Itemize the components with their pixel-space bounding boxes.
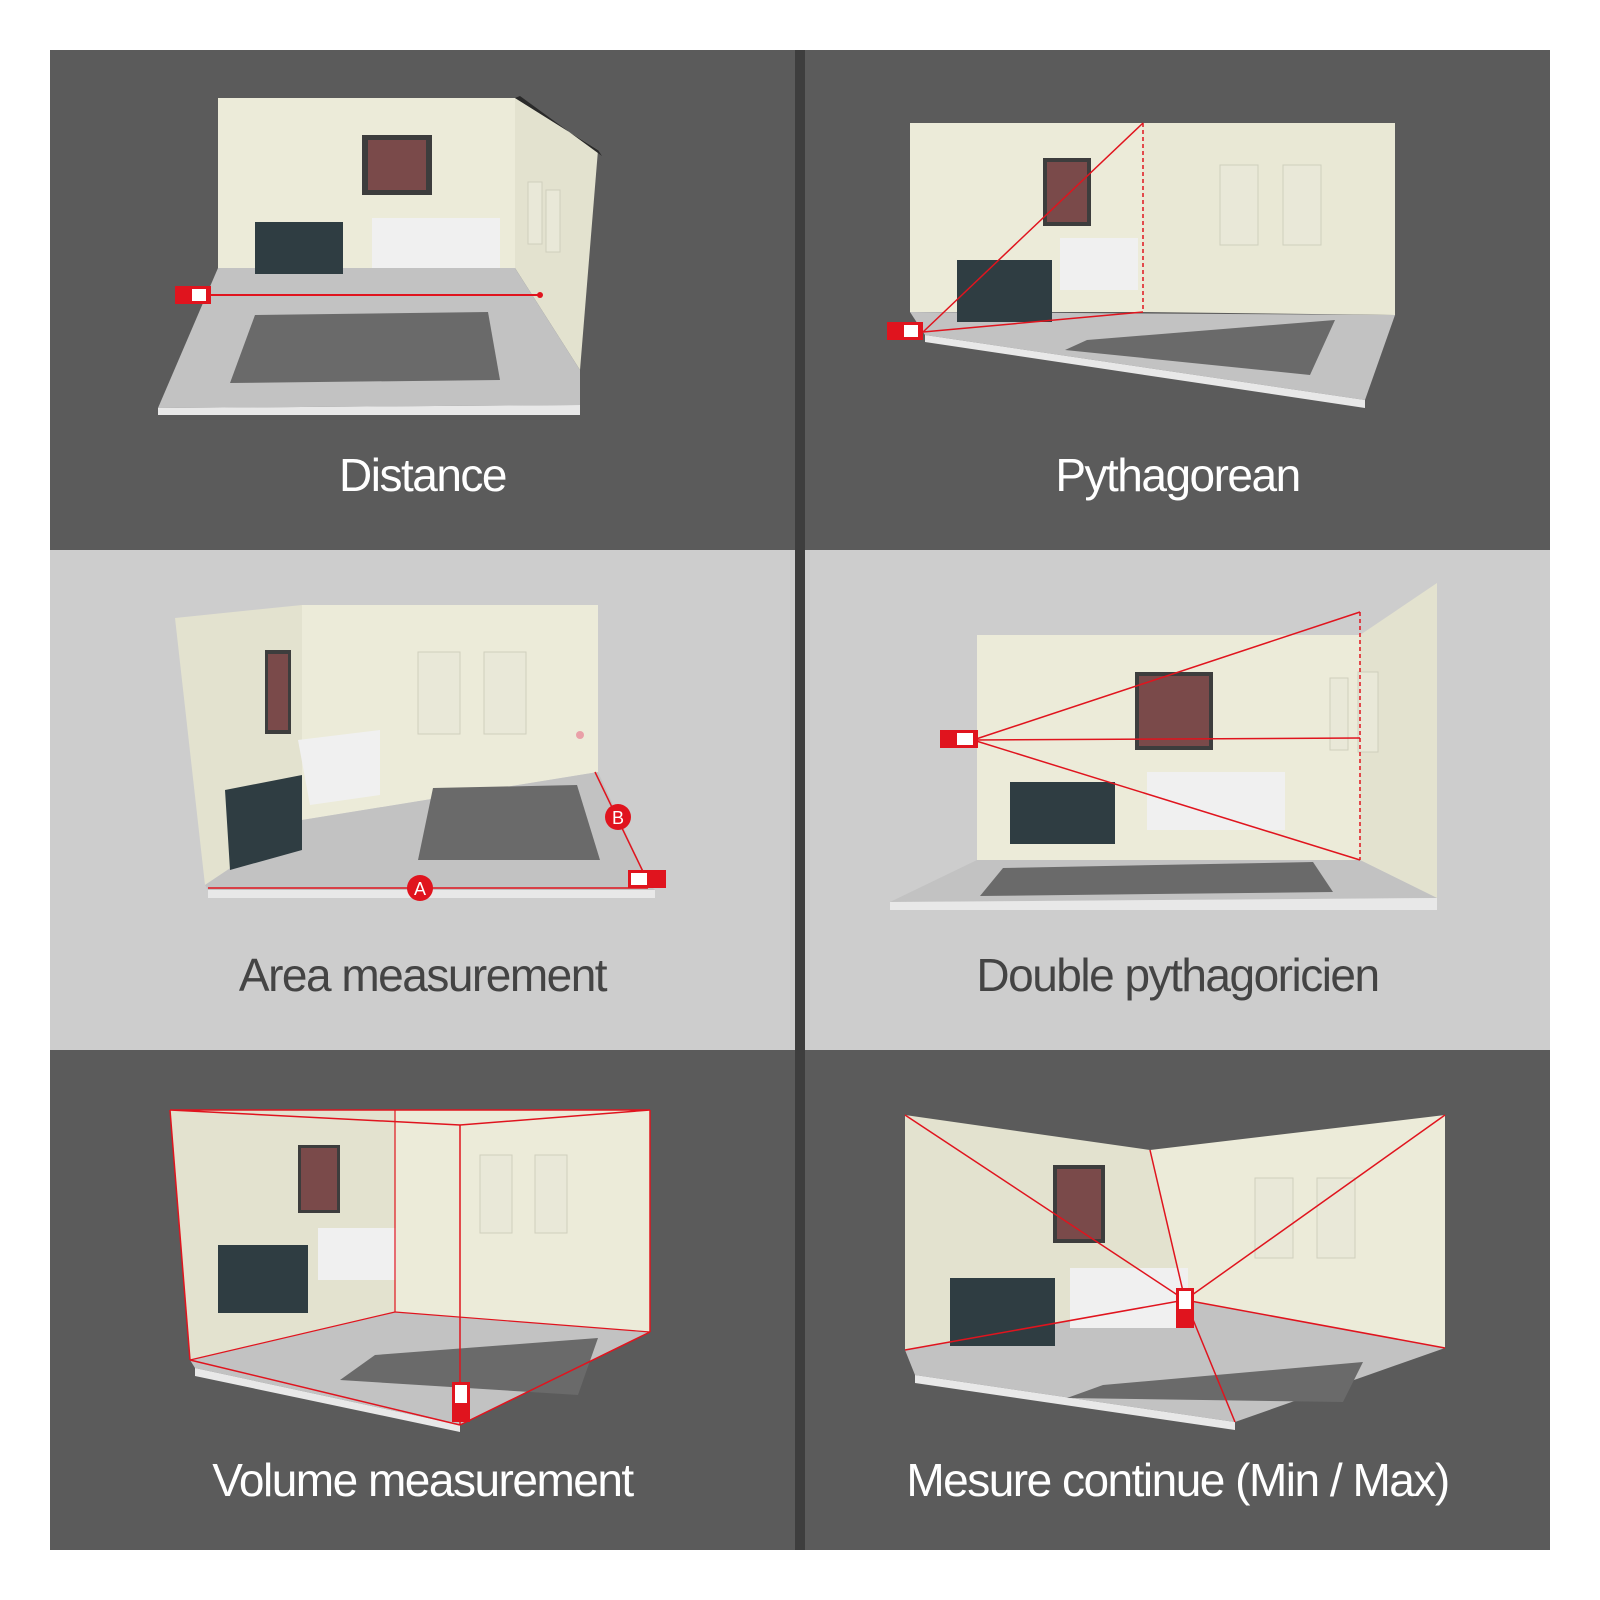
laser-meter-icon	[887, 322, 923, 340]
laser-meter-icon	[175, 286, 211, 304]
panel-area: A B Area measurement	[50, 550, 795, 1050]
caption-continuous: Mesure continue (Min / Max)	[906, 1454, 1450, 1506]
caption-area: Area measurement	[238, 949, 608, 1001]
panel-double-pythagorean: Double pythagoricien	[805, 550, 1550, 1050]
caption-pythagorean: Pythagorean	[1055, 449, 1301, 501]
marker-b: B	[605, 804, 631, 830]
panel-continuous: Mesure continue (Min / Max)	[805, 1050, 1550, 1550]
panel-distance: Distance	[50, 50, 795, 550]
panel-volume: Volume measurement	[50, 1050, 795, 1550]
room-illustration: A B	[175, 605, 666, 901]
laser-meter-icon	[628, 870, 666, 888]
room-illustration	[904, 1114, 1446, 1430]
marker-a: A	[407, 875, 433, 901]
room-illustration	[158, 96, 602, 415]
laser-meter-icon	[452, 1382, 470, 1422]
svg-text:B: B	[612, 808, 624, 828]
laser-meter-icon	[940, 730, 978, 748]
feature-grid: Distance Pythagorean	[50, 50, 1550, 1550]
room-illustration	[169, 1109, 651, 1432]
laser-meter-icon	[1176, 1288, 1194, 1328]
svg-text:A: A	[414, 879, 426, 899]
caption-double-pythagorean: Double pythagoricien	[976, 949, 1380, 1001]
room-illustration	[887, 122, 1395, 408]
room-illustration	[890, 583, 1437, 910]
panel-pythagorean: Pythagorean	[805, 50, 1550, 550]
caption-volume: Volume measurement	[212, 1454, 634, 1506]
caption-distance: Distance	[339, 449, 507, 501]
panel-divider	[795, 50, 805, 1550]
